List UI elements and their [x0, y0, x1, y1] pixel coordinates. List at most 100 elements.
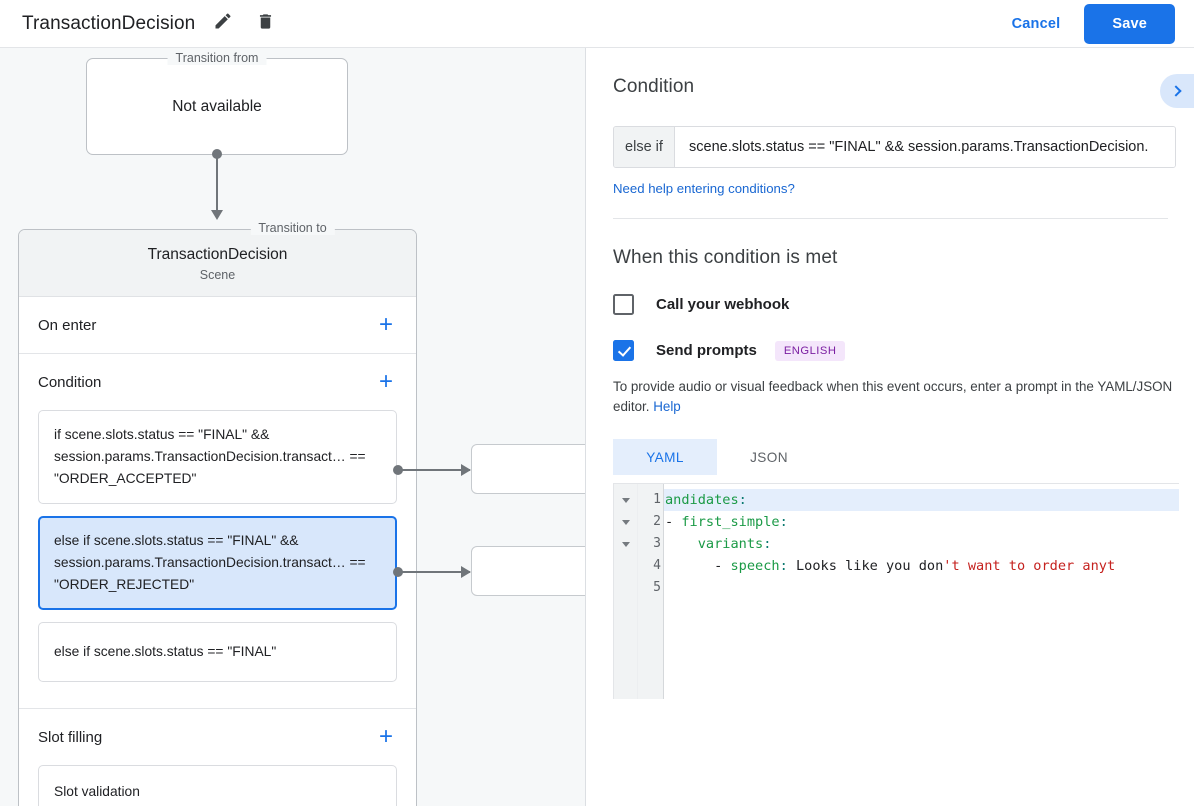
section-title-condition: Condition: [38, 373, 102, 391]
condition-input[interactable]: [675, 127, 1175, 167]
send-prompts-checkbox-row[interactable]: Send prompts ENGLISH: [613, 340, 1168, 361]
scene-card: TransactionDecision Scene On enter + Con…: [18, 229, 417, 806]
section-header-slot-filling: Slot filling +: [38, 709, 397, 765]
code-token: -: [665, 558, 731, 574]
code-line-number-gutter: 1 2 3 4 5: [638, 484, 664, 699]
code-token: :: [779, 514, 788, 530]
condition-edge-line: [398, 571, 470, 573]
page-title: TransactionDecision: [22, 12, 196, 34]
section-slot-filling: Slot filling + Slot validation: [19, 709, 416, 806]
condition-prefix-label: else if: [614, 127, 675, 167]
when-condition-met-title: When this condition is met: [613, 247, 838, 268]
webhook-checkbox-row[interactable]: Call your webhook: [613, 294, 1168, 315]
code-fold-toggle[interactable]: [614, 489, 637, 511]
top-app-bar: TransactionDecision Cancel Save: [0, 0, 1194, 48]
code-token: andidates: [665, 492, 739, 508]
editor-format-tabs: YAML JSON: [613, 439, 1168, 475]
prompt-hint-text: To provide audio or visual feedback when…: [613, 377, 1173, 417]
code-content-area[interactable]: andidates:- first_simple: variants: - sp…: [664, 484, 1179, 699]
code-token: -: [665, 514, 682, 530]
add-slot-filling-button[interactable]: +: [378, 723, 393, 750]
chevron-right-icon: [1169, 85, 1182, 97]
code-token: first_simple: [681, 514, 780, 530]
transition-to-legend: Transition to: [250, 221, 335, 235]
when-condition-met-section: When this condition is met Call your web…: [587, 247, 1194, 699]
slot-validation-item[interactable]: Slot validation: [38, 765, 397, 806]
caret-down-icon: [621, 541, 630, 547]
section-title-slot-filling: Slot filling: [38, 728, 103, 746]
target-node[interactable]: [471, 444, 585, 494]
code-fold-spacer: [614, 555, 637, 577]
pencil-icon: [213, 11, 233, 36]
section-header-condition: Condition +: [38, 354, 397, 410]
panel-title: Condition: [613, 76, 695, 97]
code-line-number: 1: [653, 492, 661, 507]
transition-from-node[interactable]: Transition from Not available: [86, 51, 348, 155]
condition-edge-line: [398, 469, 470, 471]
code-fold-gutter: [614, 484, 638, 699]
condition-section: Condition else if Need help entering con…: [587, 48, 1194, 219]
panel-header: Condition: [613, 48, 1194, 126]
send-prompts-label: Send prompts: [656, 342, 757, 359]
cancel-button[interactable]: Cancel: [998, 8, 1075, 40]
add-condition-button[interactable]: +: [378, 368, 393, 395]
condition-input-row: else if: [613, 126, 1176, 168]
need-help-conditions-link[interactable]: Need help entering conditions?: [613, 181, 795, 196]
code-line[interactable]: [664, 577, 1179, 599]
edit-name-button[interactable]: [209, 10, 237, 38]
connector-arrow: [211, 210, 223, 220]
tab-json[interactable]: JSON: [750, 449, 788, 465]
code-token: speech: [730, 558, 780, 574]
call-webhook-checkbox[interactable]: [613, 294, 634, 315]
code-token: 't want to order anyt: [943, 558, 1116, 574]
panel-divider: [613, 218, 1168, 219]
code-token: :: [738, 492, 747, 508]
code-line-number: 4: [653, 558, 661, 573]
condition-list-item-selected[interactable]: else if scene.slots.status == "FINAL" &&…: [38, 516, 397, 610]
code-fold-spacer: [614, 577, 637, 599]
code-fold-toggle[interactable]: [614, 511, 637, 533]
connector-line: [216, 154, 218, 216]
code-token: [665, 536, 698, 552]
condition-edge-arrow: [461, 464, 471, 476]
code-token: variants: [697, 536, 764, 552]
transition-from-legend: Transition from: [167, 51, 267, 65]
section-on-enter: On enter +: [19, 297, 416, 354]
section-title-on-enter: On enter: [38, 316, 97, 334]
condition-edge-arrow: [461, 566, 471, 578]
code-line[interactable]: - speech: Looks like you don't want to o…: [664, 555, 1179, 577]
code-fold-toggle[interactable]: [614, 533, 637, 555]
code-token: :: [779, 558, 788, 574]
caret-down-icon: [621, 519, 630, 525]
delete-button[interactable]: [251, 10, 279, 38]
code-line[interactable]: variants:: [664, 533, 1179, 555]
code-token: Looks like you don: [787, 558, 944, 574]
collapse-panel-button[interactable]: [1160, 74, 1194, 108]
tab-yaml[interactable]: YAML: [613, 439, 717, 475]
condition-list-item[interactable]: else if scene.slots.status == "FINAL": [38, 622, 397, 682]
section-condition: Condition + if scene.slots.status == "FI…: [19, 354, 416, 709]
body-area: Transition from Not available Transition…: [0, 48, 1194, 806]
code-line-number: 2: [653, 514, 661, 529]
help-link[interactable]: Help: [653, 399, 681, 414]
target-node-selected[interactable]: [471, 546, 585, 596]
scene-card-header[interactable]: TransactionDecision Scene: [19, 230, 416, 297]
details-panel: Condition else if Need help entering con…: [587, 48, 1194, 806]
add-on-enter-button[interactable]: +: [378, 311, 393, 338]
save-button[interactable]: Save: [1084, 3, 1175, 44]
code-line-number: 3: [653, 536, 661, 551]
send-prompts-checkbox[interactable]: [613, 340, 634, 361]
transition-from-title: Not available: [172, 97, 262, 115]
code-line[interactable]: - first_simple:: [664, 511, 1179, 533]
condition-list-item[interactable]: if scene.slots.status == "FINAL" && sess…: [38, 410, 397, 504]
flow-canvas: Transition from Not available Transition…: [0, 48, 586, 806]
scene-type: Scene: [199, 268, 236, 282]
scene-name: TransactionDecision: [147, 246, 288, 263]
trash-icon: [256, 12, 275, 36]
code-line[interactable]: andidates:: [664, 489, 1179, 511]
section-header-on-enter: On enter +: [38, 297, 397, 353]
code-line-number: 5: [653, 580, 661, 595]
caret-down-icon: [621, 497, 630, 503]
code-token: :: [763, 536, 772, 552]
